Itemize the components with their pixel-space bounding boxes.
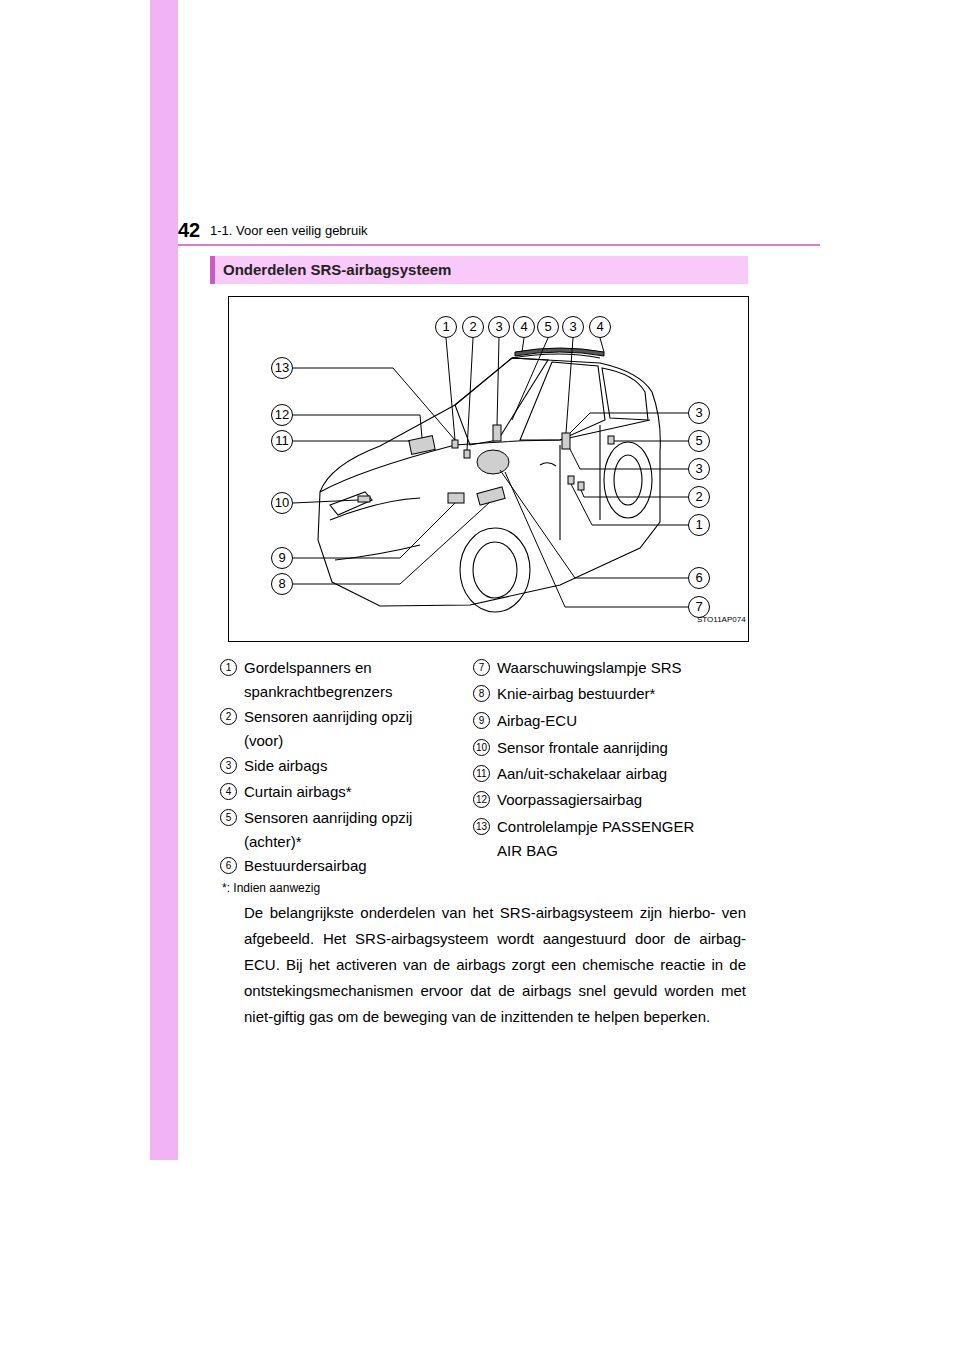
callout-number: 8 bbox=[473, 685, 490, 702]
callout-number: 3 bbox=[220, 757, 237, 774]
page-number: 42 bbox=[178, 219, 200, 242]
callout-number: 1 bbox=[220, 659, 237, 676]
callout-number: 1 bbox=[688, 514, 710, 536]
leader-lines bbox=[293, 338, 688, 607]
part-name: Aan/uit-schakelaar airbag bbox=[497, 762, 702, 786]
callout-number: 4 bbox=[589, 316, 611, 338]
body-text: De belangrijkste onderdelen van het SRS-… bbox=[244, 900, 746, 1030]
callout-number: 10 bbox=[473, 739, 490, 756]
callout-number: 8 bbox=[271, 573, 293, 595]
part-name: Waarschuwingslampje SRS bbox=[497, 656, 702, 680]
callout-number: 3 bbox=[488, 316, 510, 338]
part-name: Side airbags bbox=[244, 754, 444, 778]
section-heading: Onderdelen SRS-airbagsysteem bbox=[223, 260, 740, 280]
figure-frame bbox=[229, 297, 749, 642]
part-name: Bestuurdersairbag bbox=[244, 854, 444, 878]
side-strip bbox=[150, 0, 178, 1160]
callout-number: 3 bbox=[688, 458, 710, 480]
footnote: *: Indien aanwezig bbox=[222, 881, 320, 895]
part-name: Curtain airbags* bbox=[244, 780, 444, 804]
callout-number: 3 bbox=[562, 316, 584, 338]
part-name: Sensor frontale aanrijding bbox=[497, 736, 702, 760]
callout-number: 2 bbox=[220, 708, 237, 725]
callout-number: 6 bbox=[220, 857, 237, 874]
section-band: Onderdelen SRS-airbagsysteem bbox=[210, 256, 748, 284]
callout-number: 13 bbox=[271, 357, 293, 379]
callout-number: 4 bbox=[513, 316, 535, 338]
part-name: Voorpassagiersairbag bbox=[497, 788, 702, 812]
callout-number: 12 bbox=[271, 404, 293, 426]
part-name: Gordelspanners en spankrachtbegrenzers bbox=[244, 656, 444, 704]
running-header: 1-1. Voor een veilig gebruik bbox=[210, 223, 368, 238]
callout-number: 2 bbox=[462, 316, 484, 338]
callout-number: 1 bbox=[435, 316, 457, 338]
callout-number: 13 bbox=[473, 818, 490, 835]
callout-number: 3 bbox=[688, 402, 710, 424]
callout-number: 6 bbox=[688, 567, 710, 589]
callout-number: 10 bbox=[271, 492, 293, 514]
callout-number: 9 bbox=[473, 712, 490, 729]
callout-number: 9 bbox=[271, 547, 293, 569]
figure-code: STO11AP074 bbox=[697, 615, 746, 624]
callout-number: 11 bbox=[271, 430, 293, 452]
part-name: Knie-airbag bestuurder* bbox=[497, 682, 702, 706]
callout-number: 5 bbox=[537, 316, 559, 338]
part-name: Airbag-ECU bbox=[497, 709, 702, 733]
part-name: Controlelampje PASSENGER AIR BAG bbox=[497, 815, 702, 863]
car-drawing bbox=[318, 354, 660, 612]
callout-number: 5 bbox=[688, 430, 710, 452]
callout-number: 11 bbox=[473, 765, 490, 782]
header-rule bbox=[178, 244, 820, 246]
part-name: Sensoren aanrijding opzij (achter)* bbox=[244, 806, 444, 854]
callout-number: 2 bbox=[688, 486, 710, 508]
callout-number: 5 bbox=[220, 809, 237, 826]
callout-number: 4 bbox=[220, 783, 237, 800]
callout-number: 7 bbox=[688, 596, 710, 618]
part-name: Sensoren aanrijding opzij (voor) bbox=[244, 705, 444, 753]
callout-number: 7 bbox=[473, 659, 490, 676]
callout-number: 12 bbox=[473, 791, 490, 808]
